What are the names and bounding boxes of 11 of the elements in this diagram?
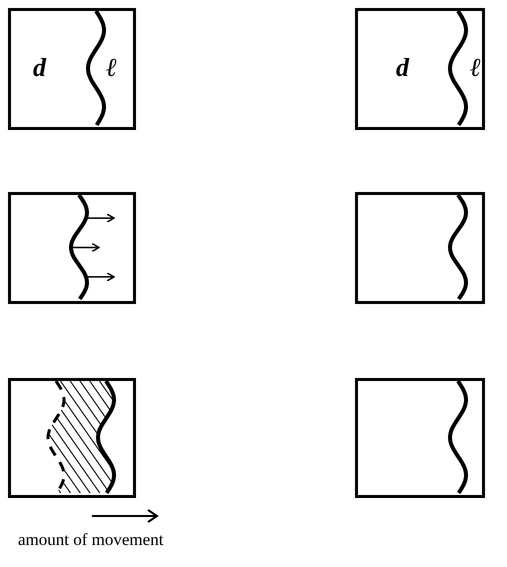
sample-box [8, 378, 136, 498]
region-letter: d [396, 54, 409, 80]
sample-box [8, 8, 136, 130]
caption: amount of movement [18, 530, 164, 550]
region-letter: ℓ [106, 54, 118, 80]
region-letter: d [33, 54, 46, 80]
region-letter: ℓ [470, 54, 482, 80]
sample-box [355, 378, 485, 498]
sample-box [355, 8, 485, 130]
sample-box [355, 192, 485, 304]
sample-box [8, 192, 136, 304]
